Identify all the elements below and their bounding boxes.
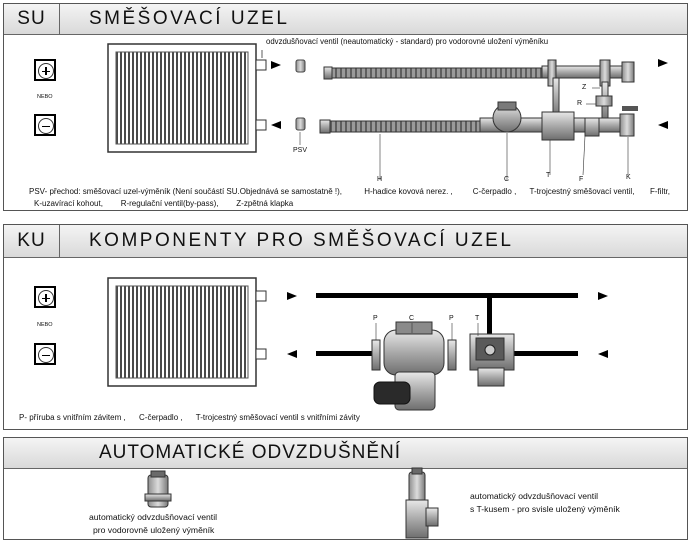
su-legend-line2: K-uzavírací kohout, R-regulační ventil(b…	[34, 199, 294, 208]
minus-icon	[38, 118, 54, 134]
plus-icon	[38, 63, 54, 79]
su-label-f: F	[579, 176, 584, 183]
auto-title: AUTOMATICKÉ ODVZDUŠNĚNÍ	[99, 442, 402, 463]
auto-panel: AUTOMATICKÉ ODVZDUŠNĚNÍ	[3, 437, 688, 540]
su-header: SU SMĚŠOVACÍ UZEL	[4, 4, 687, 35]
su-label-h: H	[377, 176, 383, 183]
su-label-k: K	[626, 174, 631, 181]
ku-plus-symbol	[34, 286, 56, 308]
ku-title: KOMPONENTY PRO SMĚŠOVACÍ UZEL	[89, 230, 514, 251]
ku-header: KU KOMPONENTY PRO SMĚŠOVACÍ UZEL	[4, 225, 687, 258]
ku-label-p2: P	[449, 315, 454, 322]
su-plus-symbol	[34, 59, 56, 81]
ku-code: KU	[4, 225, 60, 257]
su-legend-line1: PSV- přechod: směšovací uzel-výměník (Ne…	[29, 187, 670, 196]
minus-icon	[38, 347, 54, 363]
auto-item2-line2: s T-kusem - pro svisle uložený výměník	[470, 504, 620, 514]
ku-label-t: T	[475, 315, 480, 322]
ku-components	[371, 321, 515, 411]
ku-pipes	[316, 292, 608, 358]
auto-item1-line2: pro vodorovně uložený výměník	[93, 525, 215, 535]
auto-item1-line1: automatický odvzdušňovací ventil	[89, 512, 218, 522]
auto-vent-horizontal	[144, 470, 172, 508]
su-label-t: T	[546, 172, 551, 179]
psv-fittings	[295, 59, 306, 145]
su-code: SU	[4, 4, 60, 34]
ku-radiator	[107, 277, 297, 387]
su-mixing-unit	[479, 59, 668, 180]
su-label-c: C	[504, 176, 510, 183]
su-label-z: Z	[582, 84, 587, 91]
su-minus-symbol	[34, 114, 56, 136]
auto-vent-tee	[405, 467, 439, 539]
ku-nebo-label: NEBO	[37, 322, 53, 328]
ku-minus-symbol	[34, 343, 56, 365]
ku-legend: P- příruba s vnitřním závitem , C-čerpad…	[19, 413, 360, 422]
ku-label-c: C	[409, 315, 415, 322]
auto-header: AUTOMATICKÉ ODVZDUŠNĚNÍ	[4, 438, 687, 469]
su-label-r: R	[577, 100, 583, 107]
su-radiator	[107, 43, 281, 153]
su-nebo-label: NEBO	[37, 94, 53, 100]
su-title: SMĚŠOVACÍ UZEL	[89, 8, 290, 29]
su-label-psv: PSV	[293, 147, 308, 154]
auto-item2-line1: automatický odvzdušňovací ventil	[470, 491, 599, 501]
su-vent-note: odvzdušňovací ventil (neautomatický - st…	[266, 37, 549, 46]
ku-label-p1: P	[373, 315, 378, 322]
plus-icon	[38, 290, 54, 306]
